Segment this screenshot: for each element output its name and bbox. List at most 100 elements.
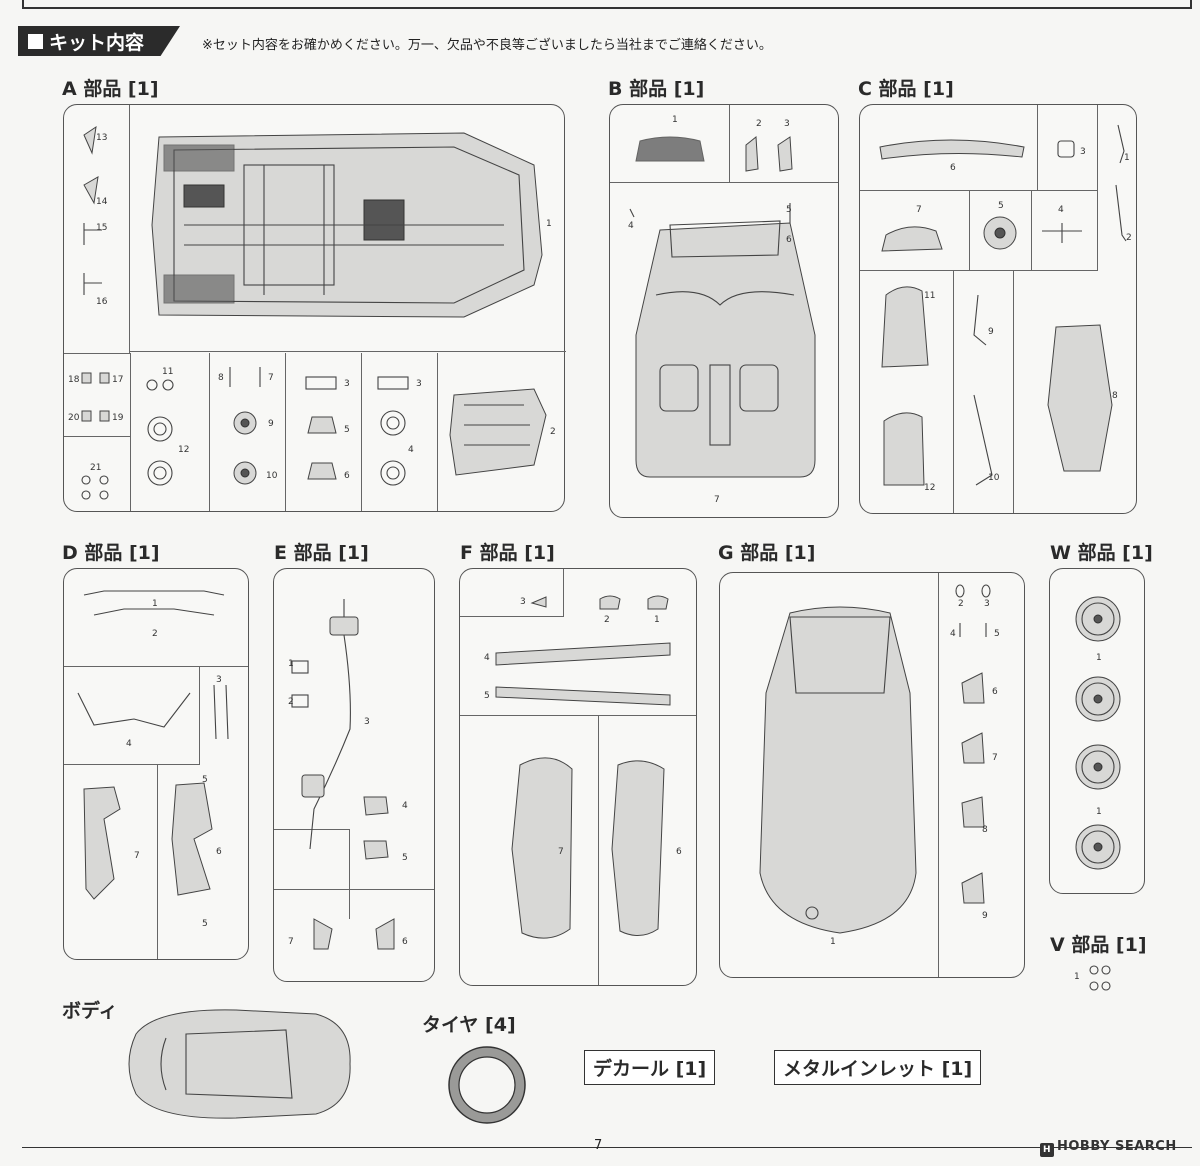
part-number: 6 [216,847,222,857]
divider [598,715,600,985]
part-number: 3 [344,379,350,389]
part-number: 7 [558,847,564,857]
part-number: 20 [68,413,80,423]
part-number: 6 [344,471,350,481]
runner-e: 1 2 3 4 5 7 6 [273,568,435,982]
cell-a-3-5-6 [286,353,362,511]
part-number: 6 [402,937,408,947]
cell-c-5 [970,191,1032,271]
part-number: 5 [344,425,350,435]
part-number: 4 [950,629,956,639]
part-number: 3 [364,717,370,727]
cell-c-3 [1038,105,1098,191]
part-number: 2 [152,629,158,639]
cell-c-11-12 [860,271,954,513]
body-drawing [128,1009,351,1119]
part-number: 6 [950,163,956,173]
divider [274,889,434,891]
bottom-rule [22,1147,1192,1148]
wheels-drawing [1075,596,1121,870]
runner-v: 1 [1072,962,1122,994]
part-number: 9 [988,327,994,337]
part-number: 3 [1080,147,1086,157]
part-number: 4 [628,221,634,231]
d-parts-drawing [77,590,229,900]
part-number: 3 [520,597,526,607]
part-number: 4 [484,653,490,663]
chassis-drawing [81,125,547,500]
exhaust-drawing [291,599,395,950]
metal-inlet-label: メタルインレット [1] [774,1050,982,1085]
part-number: 2 [1126,233,1132,243]
part-number: 1 [1096,653,1102,663]
part-number: 2 [288,697,294,707]
part-number: 18 [68,375,80,385]
part-number: 5 [202,919,208,929]
tire-drawing [448,1046,526,1124]
part-number: 2 [756,119,762,129]
cell-c-6 [860,105,1038,191]
part-number: 11 [162,367,174,377]
part-number: 12 [178,445,190,455]
cell-b-1 [610,105,730,183]
part-number: 3 [784,119,790,129]
part-number: 1 [1096,807,1102,817]
wheel [1075,676,1121,722]
part-number: 1 [1124,153,1130,163]
top-frame [22,0,1192,9]
section-title: キット内容 [49,31,145,54]
cell-c-9-10 [954,271,1014,513]
divider [130,351,566,353]
part-number: 7 [288,937,294,947]
wheel [1075,744,1121,790]
runner-d-label: D 部品 [1] [62,542,160,564]
part-number: 1 [654,615,660,625]
part-number: 3 [216,675,222,685]
cell-a-11-12 [130,353,210,511]
runner-b-label: B 部品 [1] [608,78,705,100]
part-number: 16 [96,297,108,307]
part-number: 5 [998,201,1004,211]
body-label: ボディ [62,1000,118,1022]
f-parts-drawing [495,595,671,939]
divider [938,573,940,977]
hobby-search-logo-icon: H [1040,1143,1054,1157]
runner-w-label: W 部品 [1] [1050,542,1153,564]
part-number: 2 [958,599,964,609]
cell-f-3 [460,569,564,617]
watermark-text: HOBBY SEARCH [1057,1139,1177,1154]
part-number: 7 [714,495,720,505]
cell-b-2-3 [730,105,838,183]
part-number: 19 [112,413,124,423]
cell-c-7 [860,191,970,271]
part-number: 1 [288,659,294,669]
part-number: 10 [266,471,278,481]
part-number: 8 [218,373,224,383]
part-number: 5 [484,691,490,701]
runner-a-label: A 部品 [1] [62,78,159,100]
part-number: 8 [1112,391,1118,401]
part-number: 4 [126,739,132,749]
square-icon [28,33,43,49]
cell-a-17-20 [64,353,130,437]
part-number: 21 [90,463,102,473]
runner-w: 1 1 [1049,568,1145,894]
section-header: キット内容 [18,26,180,56]
part-number: 1 [672,115,678,125]
part-number: 15 [96,223,108,233]
part-number: 8 [982,825,988,835]
part-number: 1 [830,937,836,947]
cell-d-4 [64,667,200,765]
runner-a: 13 14 15 16 1 18 17 20 19 21 11 12 8 7 9… [63,104,566,512]
runner-v-label: V 部品 [1] [1050,934,1147,956]
body-top-drawing [759,584,991,934]
decal-label: デカール [1] [584,1050,716,1085]
part-number: 3 [416,379,422,389]
cell-c-4 [1032,191,1098,271]
part-number: 1 [1074,972,1080,982]
part-number: 2 [604,615,610,625]
part-number: 5 [994,629,1000,639]
runner-g: 2 3 4 5 6 7 8 9 1 [719,572,1025,978]
runner-f-label: F 部品 [1] [460,542,555,564]
